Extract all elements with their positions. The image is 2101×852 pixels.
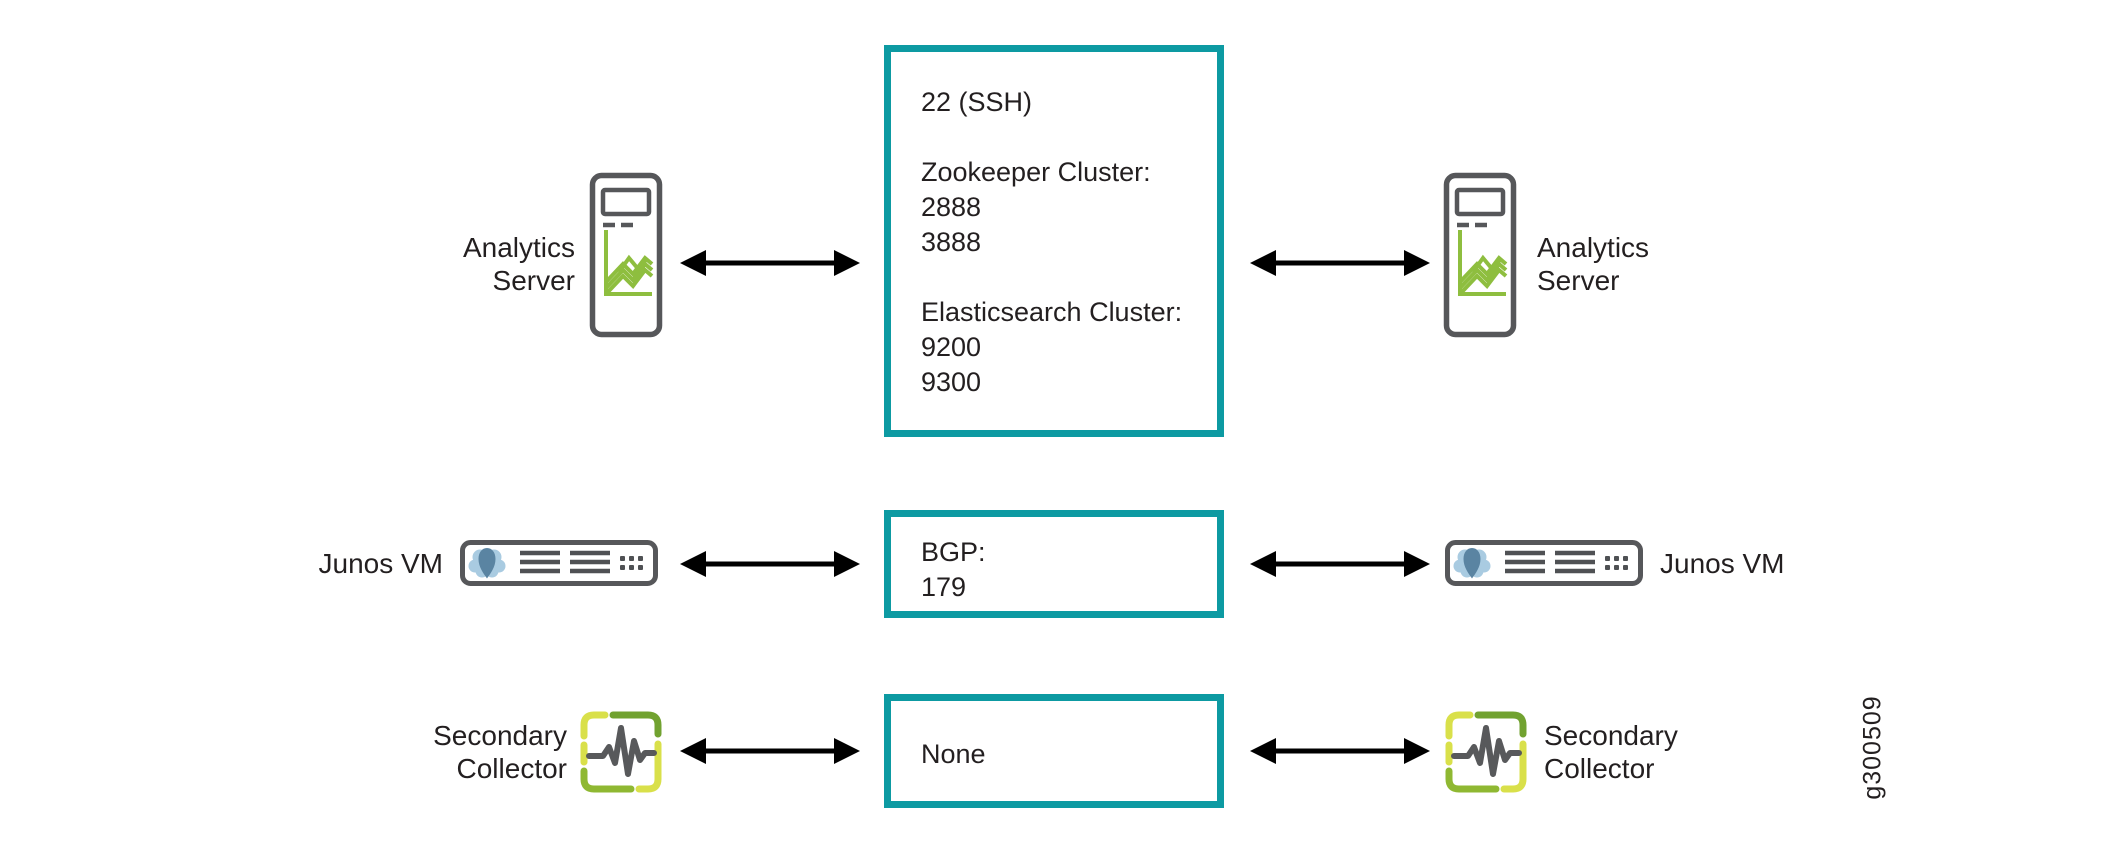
secondary-collector-icon <box>578 710 664 794</box>
port-line <box>921 120 1217 155</box>
port-line: 9200 <box>921 332 982 362</box>
analytics-server-icon <box>589 172 663 338</box>
port-line: 9300 <box>921 367 982 397</box>
ports-box-analytics: 22 (SSH) Zookeeper Cluster: 2888 3888 El… <box>884 45 1224 437</box>
junos-vm-icon <box>460 540 658 586</box>
port-line: 2888 <box>921 192 982 222</box>
analytics-server-left-label: Analytics Server <box>462 232 575 296</box>
junos-vm-right-label: Junos VM <box>1660 548 1785 579</box>
secondary-collector-right-label: Secondary Collector <box>1544 720 1678 784</box>
analytics-server-icon <box>1443 172 1517 338</box>
double-arrow <box>1248 548 1432 580</box>
port-line: Elasticsearch Cluster: <box>921 297 1183 327</box>
figure-id-label: g300509 <box>1858 695 1887 800</box>
junos-vm-icon <box>1445 540 1643 586</box>
double-arrow <box>678 247 862 279</box>
double-arrow <box>1248 735 1432 767</box>
junos-vm-left-label: Junos VM <box>318 548 444 579</box>
port-line <box>921 260 1217 295</box>
port-line: Zookeeper Cluster: <box>921 157 1151 187</box>
port-line: 179 <box>921 572 967 602</box>
port-line: None <box>921 739 986 769</box>
secondary-collector-icon <box>1443 710 1529 794</box>
port-line: BGP: <box>921 537 986 567</box>
double-arrow <box>678 548 862 580</box>
secondary-collector-left-label: Secondary Collector <box>433 720 567 784</box>
double-arrow <box>1248 247 1432 279</box>
port-line: 22 (SSH) <box>921 87 1033 117</box>
ports-box-junos: BGP: 179 <box>884 510 1224 618</box>
ports-box-collector: None <box>884 694 1224 808</box>
analytics-server-right-label: Analytics Server <box>1537 232 1650 296</box>
port-line: 3888 <box>921 227 982 257</box>
double-arrow <box>678 735 862 767</box>
